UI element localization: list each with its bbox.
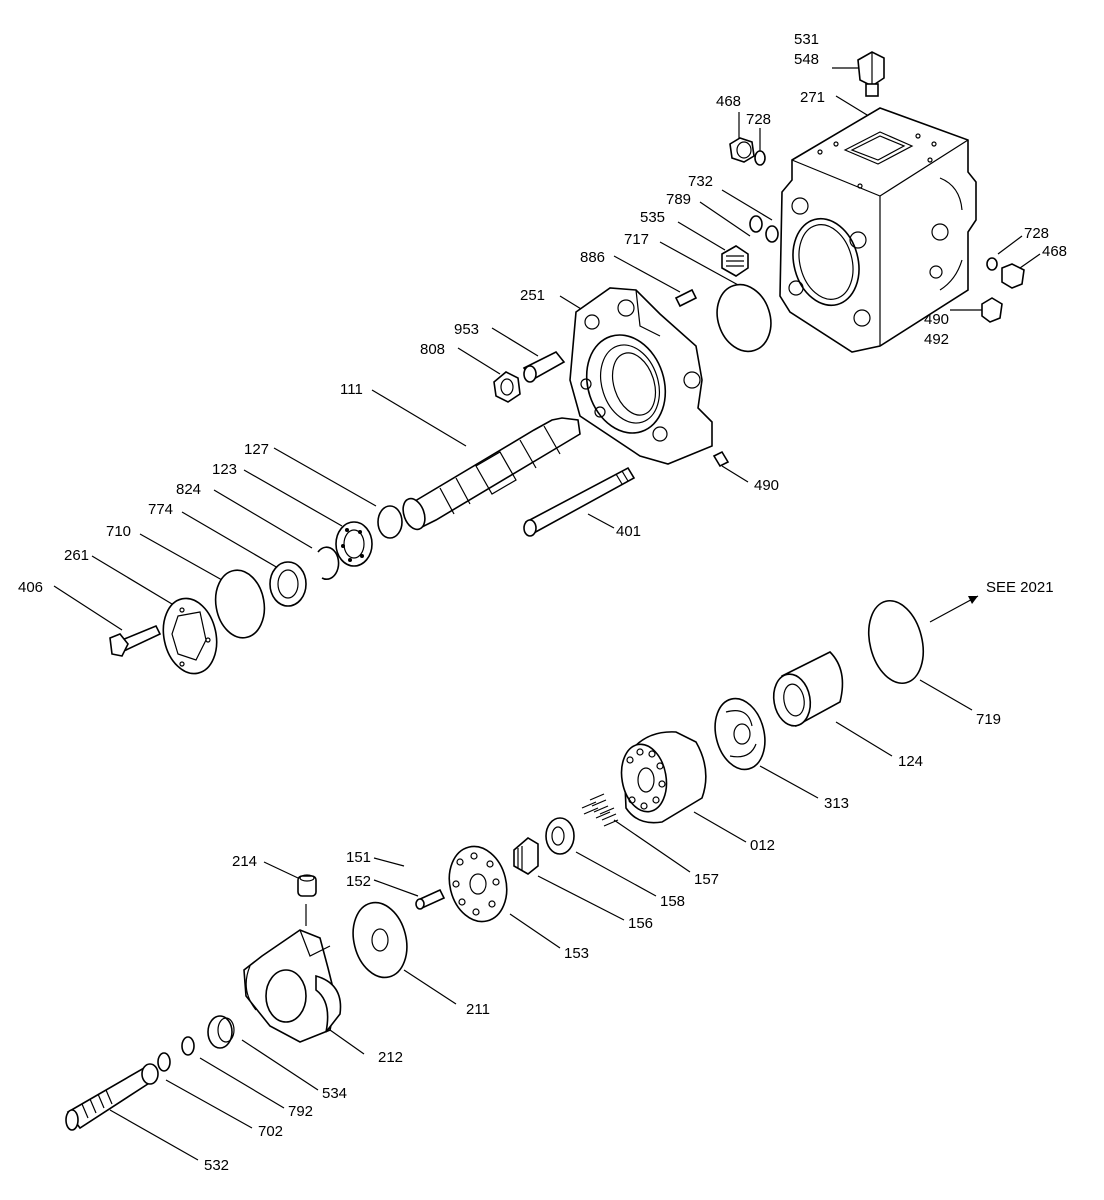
label-151: 151	[346, 849, 371, 866]
part-406-bolt	[109, 624, 162, 657]
part-824-snap-ring	[317, 546, 340, 580]
label-774: 774	[148, 501, 173, 518]
label-468-top: 468	[716, 93, 741, 110]
label-211: 211	[466, 1001, 490, 1018]
label-see-2021: SEE 2021	[986, 579, 1054, 596]
label-531: 531	[794, 31, 819, 48]
label-153: 153	[564, 945, 589, 962]
part-151-pin	[415, 888, 446, 910]
part-886-pin	[674, 288, 698, 308]
label-535: 535	[640, 209, 665, 226]
part-401-bolt	[523, 466, 636, 537]
label-157: 157	[694, 871, 719, 888]
label-212: 212	[378, 1049, 403, 1066]
part-792-ring	[181, 1036, 195, 1056]
label-710: 710	[106, 523, 131, 540]
label-156: 156	[628, 915, 653, 932]
label-124: 124	[898, 753, 923, 770]
label-251: 251	[520, 287, 545, 304]
label-728-top: 728	[746, 111, 771, 128]
part-728-oring-top	[754, 150, 766, 166]
part-124-race	[772, 651, 844, 728]
label-953: 953	[454, 321, 479, 338]
part-490-plug-lower	[712, 450, 730, 468]
label-313: 313	[824, 795, 849, 812]
part-953-bolt	[522, 350, 566, 383]
part-012-cylinder-block	[620, 731, 707, 824]
part-728-oring-right	[986, 257, 998, 271]
part-531-clevis	[857, 51, 885, 97]
part-490-492-plug	[981, 297, 1003, 323]
part-789-ring	[765, 225, 779, 243]
part-123-bearing	[335, 521, 373, 567]
part-labels: 531 548 271 468 728 732 789 535 717 728 …	[18, 31, 1067, 1174]
part-153-retainer-plate	[448, 845, 508, 923]
label-719: 719	[976, 711, 1001, 728]
part-468-plug-right	[1001, 263, 1025, 289]
part-251-valve-block	[569, 287, 713, 465]
part-774-seal	[269, 561, 307, 607]
label-808: 808	[420, 341, 445, 358]
part-271-housing	[779, 107, 977, 353]
part-211-shoe-plate	[352, 901, 408, 979]
label-717: 717	[624, 231, 649, 248]
label-548: 548	[794, 51, 819, 68]
label-492: 492	[924, 331, 949, 348]
part-111-shaft	[402, 417, 581, 531]
label-534: 534	[322, 1085, 347, 1102]
part-732-ring	[749, 215, 763, 233]
part-157-springs	[581, 793, 619, 827]
part-468-plug-top	[729, 137, 755, 163]
part-717-oring	[716, 283, 772, 353]
label-261: 261	[64, 547, 89, 564]
part-534-stopper	[207, 1015, 235, 1049]
part-261-cover	[162, 597, 218, 675]
label-111: 111	[340, 381, 363, 398]
part-313-valve-plate	[714, 697, 766, 771]
label-490-lower: 490	[754, 477, 779, 494]
part-719-oring	[868, 599, 924, 685]
label-886: 886	[580, 249, 605, 266]
label-214: 214	[232, 853, 257, 870]
part-535-plug	[721, 245, 749, 277]
leader-lines	[53, 67, 1041, 1161]
label-012: 012	[750, 837, 775, 854]
label-123: 123	[212, 461, 237, 478]
label-792: 792	[288, 1103, 313, 1120]
label-152: 152	[346, 873, 371, 890]
label-127: 127	[244, 441, 269, 458]
part-532-tilting-pin	[65, 1063, 159, 1131]
part-158-bush	[545, 817, 575, 855]
part-212-swash-plate	[243, 929, 342, 1043]
label-490-right: 490	[924, 311, 949, 328]
part-214-bush	[297, 874, 317, 897]
label-406: 406	[18, 579, 43, 596]
part-156-bush	[513, 837, 539, 875]
label-789: 789	[666, 191, 691, 208]
part-127-ring	[377, 505, 403, 539]
part-808-nut	[493, 371, 521, 403]
label-824: 824	[176, 481, 201, 498]
label-532: 532	[204, 1157, 229, 1174]
label-468-right: 468	[1042, 243, 1067, 260]
label-732: 732	[688, 173, 713, 190]
label-401: 401	[616, 523, 641, 540]
part-710-oring	[214, 569, 266, 639]
part-702-ring	[157, 1052, 171, 1072]
label-702: 702	[258, 1123, 283, 1140]
label-271: 271	[800, 89, 825, 106]
label-728-right: 728	[1024, 225, 1049, 242]
label-158: 158	[660, 893, 685, 910]
